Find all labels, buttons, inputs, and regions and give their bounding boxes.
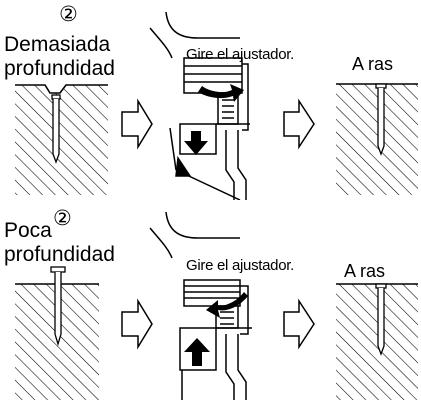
depth-adjuster-tool [149,211,252,400]
rotate-arrow-icon [206,292,248,318]
up-arrow-icon [184,338,210,366]
too-deep-panel: ② Demasiada profundidad Gire el ajustado… [0,0,421,200]
wood-block-too-deep [15,84,108,195]
hollow-right-arrow-icon [283,298,315,350]
result-label: A ras [352,54,394,74]
wood-block-flush [336,83,418,195]
instruction-label: Gire el ajustador. [186,46,294,63]
wood-block-flush [336,283,418,400]
too-shallow-panel: Poca ② profundidad Gire el ajustador. A … [0,200,421,400]
step-marker: ② [59,2,78,26]
title-line-1: Poca [4,219,52,242]
result-label: A ras [344,261,386,281]
hollow-right-arrow-icon [121,298,153,350]
wood-block-too-shallow [15,266,99,400]
too-deep-drawings [15,11,418,200]
title-line-1: Demasiada [4,33,111,56]
rotate-arrow-icon [198,84,244,102]
too-shallow-drawings [15,211,418,400]
hollow-right-arrow-icon [283,98,315,150]
title-line-2: profundidad [4,57,115,80]
down-arrow-icon [184,131,208,155]
title-line-2: profundidad [4,243,115,266]
step-marker: ② [53,206,72,230]
instruction-label: Gire el ajustador. [186,257,294,274]
hollow-right-arrow-icon [121,98,153,150]
depth-adjuster-tool [149,11,250,200]
